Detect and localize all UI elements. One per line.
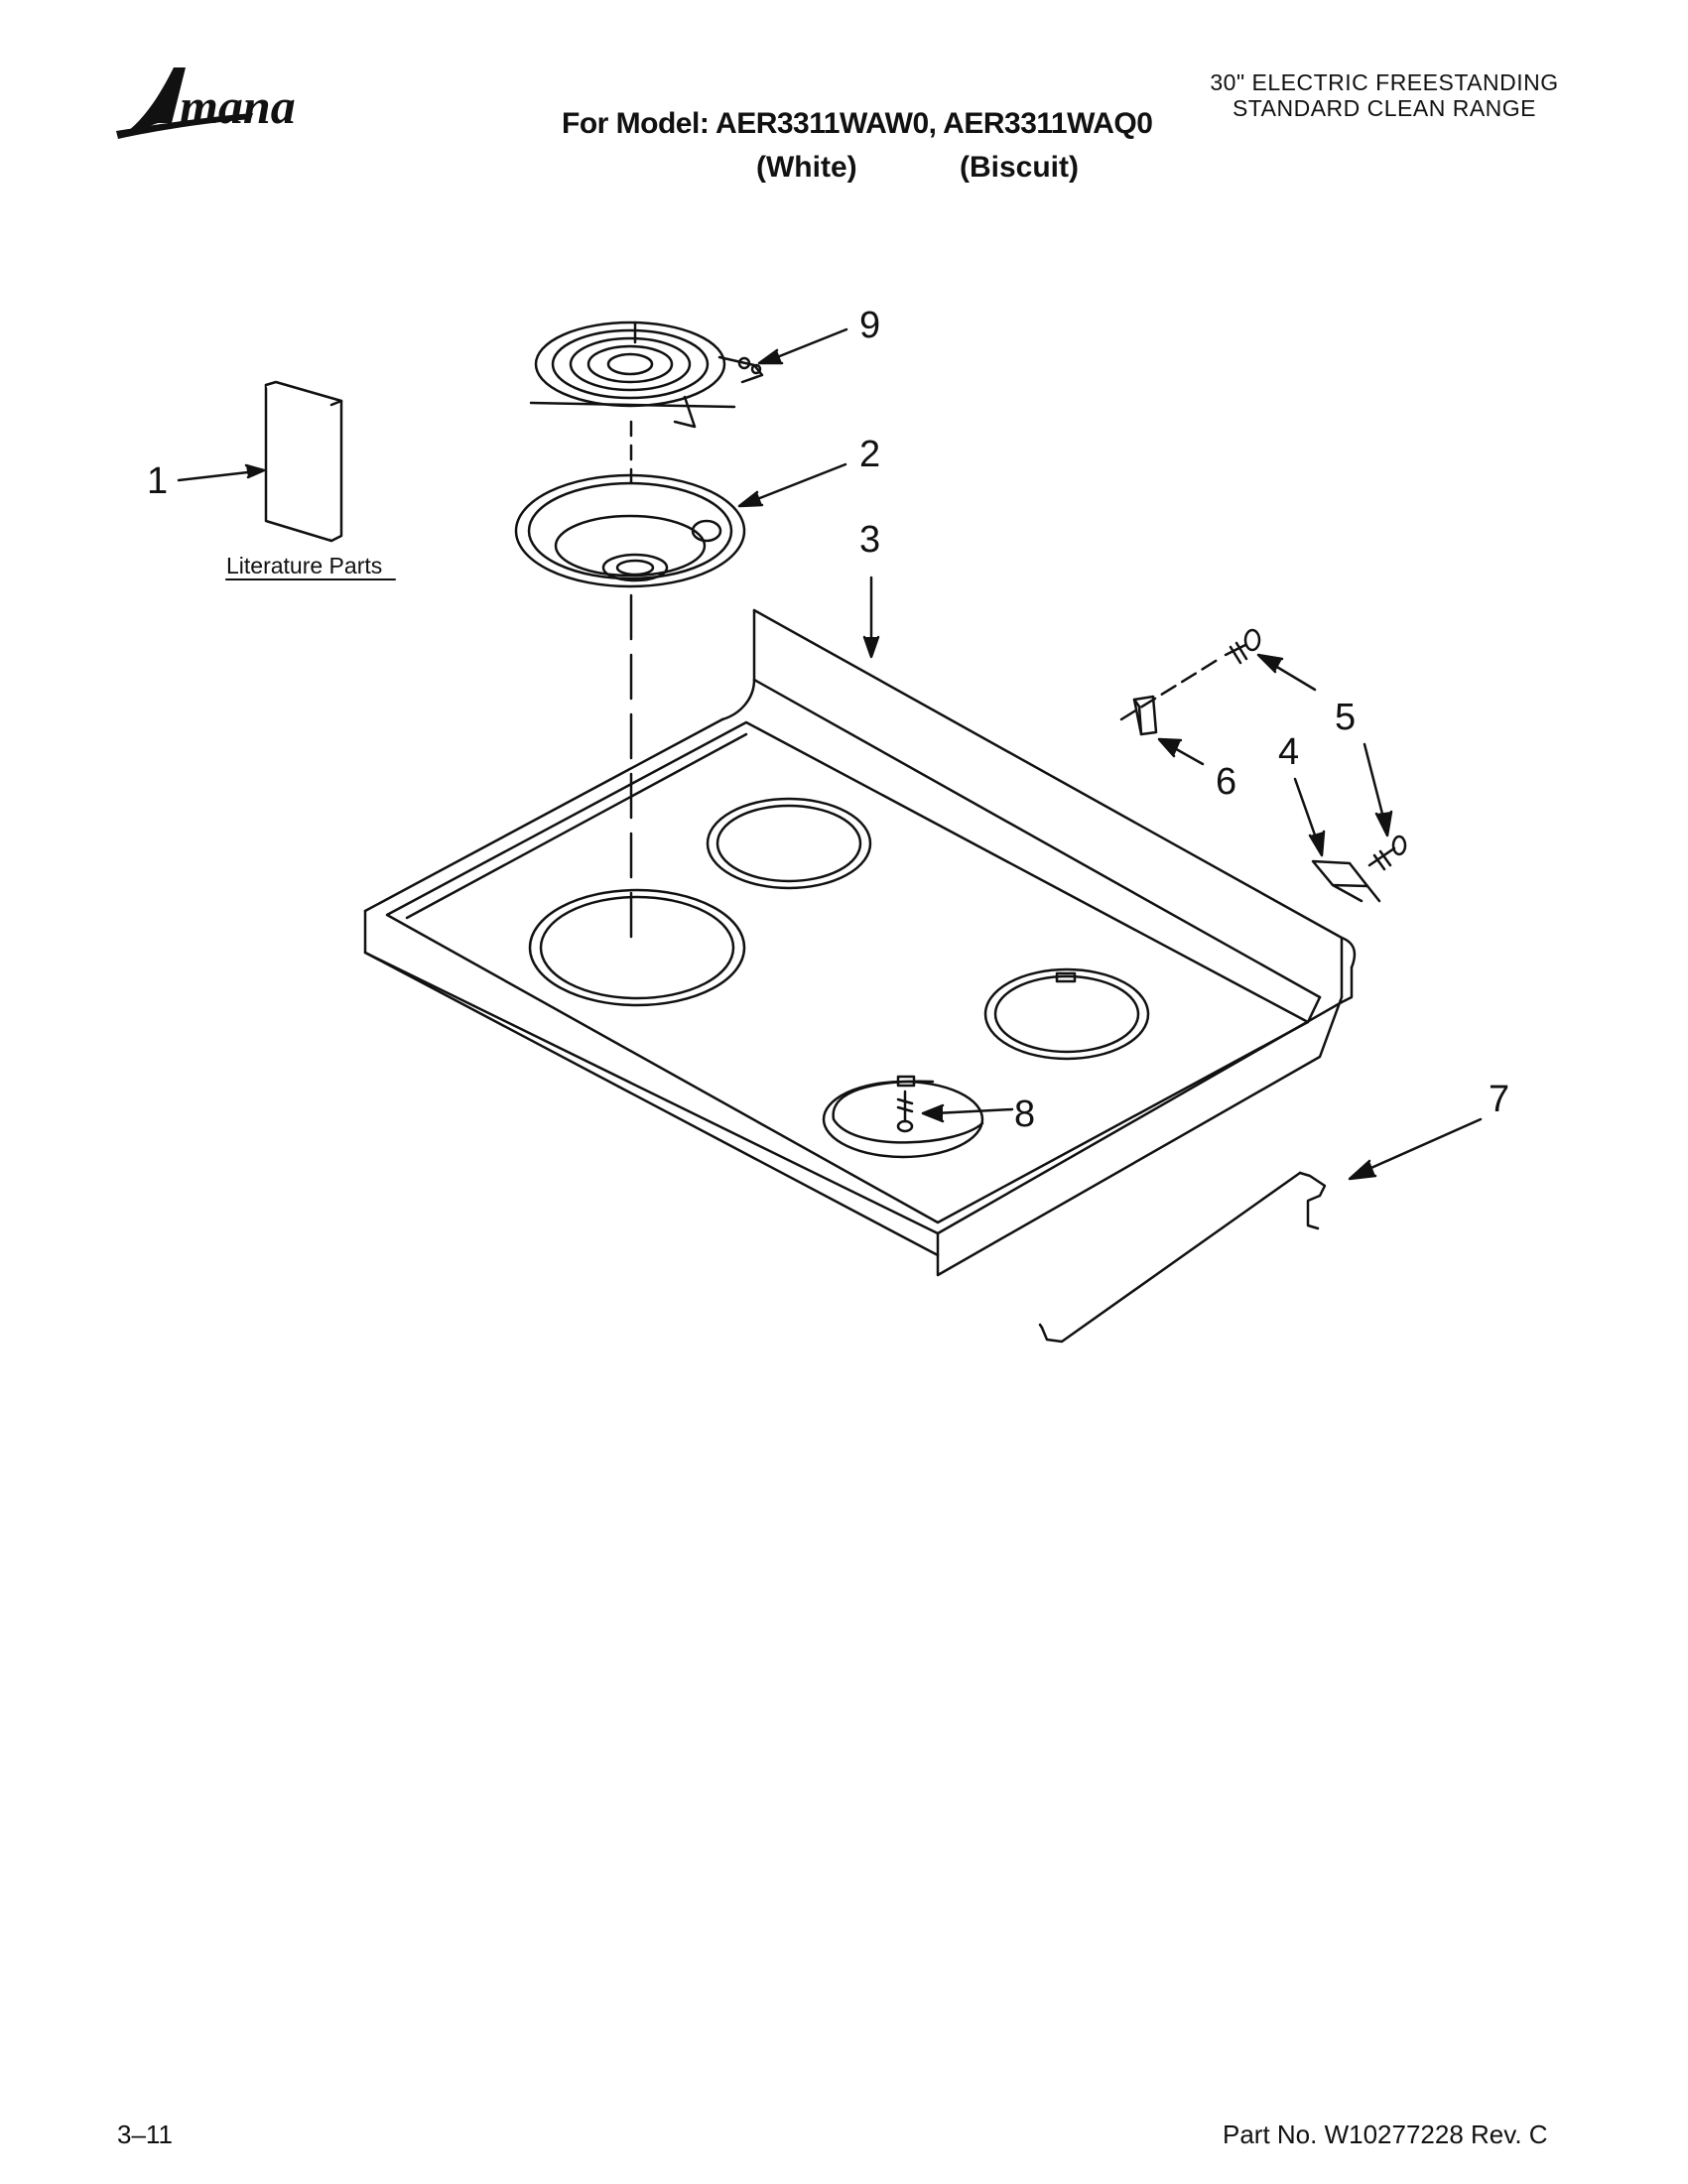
screw-5-upper [1224, 628, 1261, 665]
callout-1: 1 [147, 460, 168, 502]
variant-white: (White) [756, 151, 857, 184]
callout-8: 8 [1014, 1093, 1035, 1135]
bracket-4 [1311, 859, 1381, 903]
screw-8 [896, 1090, 914, 1133]
category-line-2: STANDARD CLEAN RANGE [1232, 95, 1537, 121]
callout-7: 7 [1489, 1079, 1509, 1120]
callout-4: 4 [1278, 731, 1299, 773]
callout-3: 3 [859, 519, 880, 561]
date-code: 3–11 [117, 2120, 173, 2149]
product-category: 30" ELECTRIC FREESTANDING STANDARD CLEAN… [1186, 69, 1583, 121]
drip-bowl [514, 473, 746, 588]
variant-biscuit: (Biscuit) [960, 151, 1079, 184]
callout-6: 6 [1216, 761, 1236, 803]
surface-element [529, 321, 764, 429]
cooktop [363, 608, 1357, 1277]
callout-5: 5 [1335, 697, 1356, 738]
callout-2: 2 [859, 434, 880, 475]
part-number: Part No. W10277228 Rev. C [1223, 2120, 1548, 2149]
burner-opening-back-left [706, 797, 872, 890]
category-line-1: 30" ELECTRIC FREESTANDING [1210, 69, 1559, 95]
literature-booklet [264, 380, 343, 543]
svg-text:mana: mana [180, 78, 296, 134]
screw-5-lower [1367, 835, 1407, 871]
rod-7 [1038, 1171, 1327, 1344]
amana-logo: mana [116, 67, 296, 139]
literature-parts-label: Literature Parts [226, 553, 382, 578]
callout-9: 9 [859, 305, 880, 346]
burner-opening-front-right [822, 1075, 984, 1159]
leader-arrows [177, 327, 1483, 1181]
burner-opening-front-left [528, 888, 746, 1007]
clip-6 [1132, 695, 1158, 736]
burner-opening-back-right [983, 967, 1150, 1061]
model-line: For Model: AER3311WAW0, AER3311WAQ0 [562, 107, 1153, 140]
